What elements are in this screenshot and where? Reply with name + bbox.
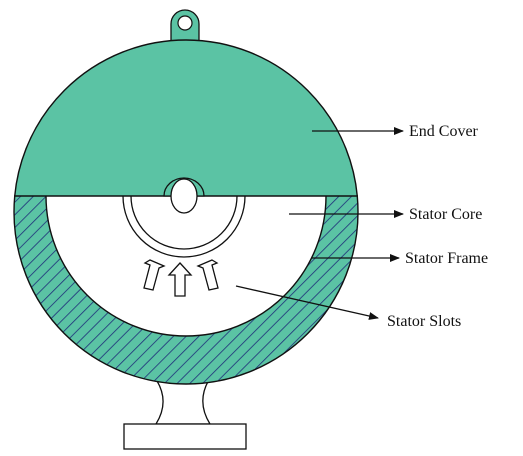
shaft-hole <box>170 178 198 214</box>
stator-frame-label: Stator Frame <box>405 250 488 267</box>
stator-slot-arrow-center <box>167 262 193 297</box>
end-cover-label: End Cover <box>409 123 479 140</box>
end-cover <box>14 39 358 196</box>
core-arc-inner <box>130 195 238 250</box>
base-plate <box>123 423 247 450</box>
stator-slot-arrow-left <box>143 259 166 291</box>
stator-slot-arrow-right <box>196 259 219 291</box>
stator-core <box>45 196 327 337</box>
lifting-eye-hole <box>177 15 193 31</box>
stator-core-label: Stator Core <box>409 206 482 223</box>
stator-slots-label: Stator Slots <box>387 313 461 330</box>
core-arc-outer <box>122 195 246 258</box>
stator-slots-pointer <box>235 285 379 320</box>
